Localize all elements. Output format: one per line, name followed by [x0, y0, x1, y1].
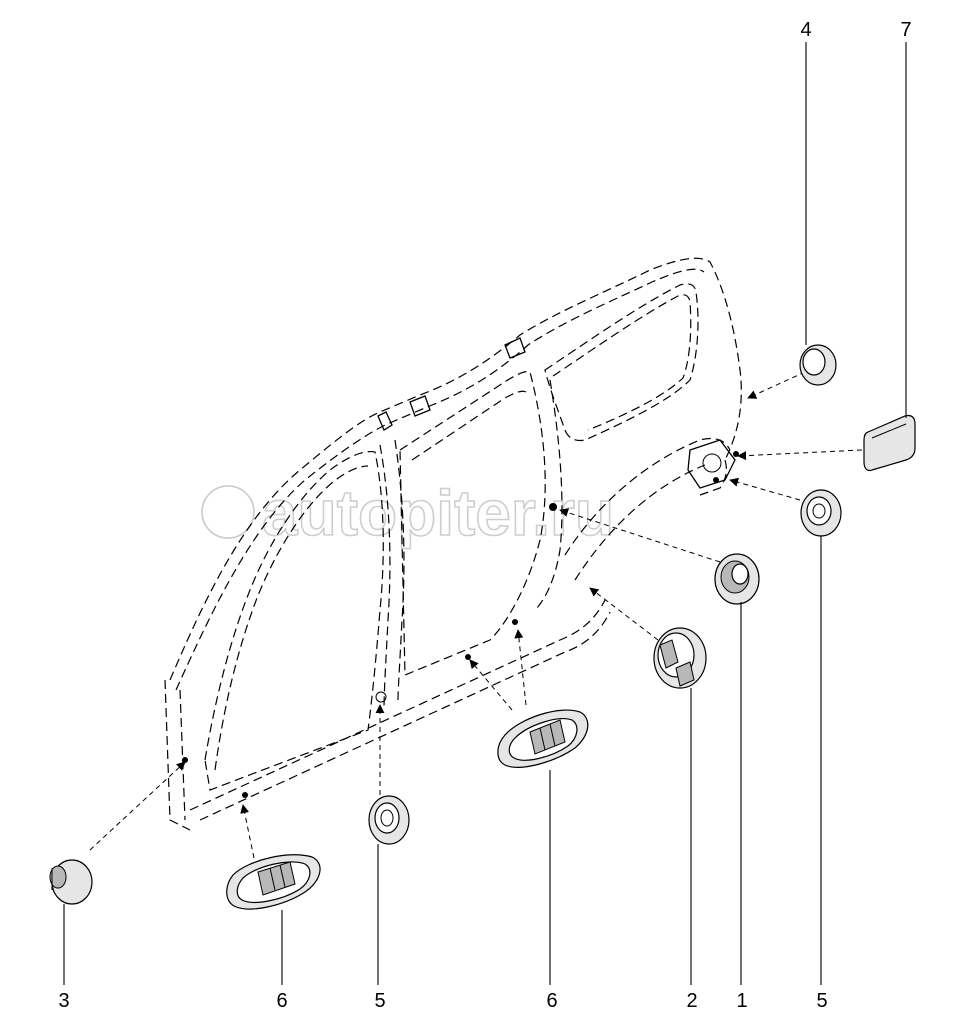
plug-round-5-right: [800, 489, 842, 537]
plug-round-4: [799, 344, 837, 386]
callout-5-right: 5: [816, 990, 827, 1012]
callout-4: 4: [800, 19, 811, 41]
callout-numbers: 4 7 3 6 5 6 2 1 5: [58, 19, 911, 1012]
callout-1: 1: [736, 990, 747, 1012]
arrow-part-6-left: [240, 804, 255, 859]
arrow-part-1: [559, 508, 721, 563]
callout-2: 2: [686, 990, 697, 1012]
arrow-part-4: [747, 371, 806, 399]
arrow-part-5-right: [729, 477, 801, 501]
callout-6-mid: 6: [546, 990, 557, 1012]
callout-6-left: 6: [276, 990, 287, 1012]
body-side-panel: [164, 257, 742, 831]
arrow-part-6-mid-b: [469, 659, 513, 711]
watermark-text: autopiter.ru: [262, 477, 614, 549]
arrow-part-6-mid-a: [514, 629, 527, 706]
plug-rect-7: [863, 414, 916, 472]
watermark: autopiter.ru: [201, 476, 615, 550]
arrow-part-2: [589, 587, 659, 641]
plug-grommet-1: [714, 553, 760, 605]
plug-oval-6-mid: [497, 709, 589, 768]
plug-oval-6-left: [226, 854, 321, 910]
plug-round-5-bottom: [368, 795, 410, 845]
arrow-part-3: [89, 761, 186, 851]
arrow-part-7: [737, 449, 863, 461]
leader-lines: [63, 42, 907, 985]
plug-cap-3: [49, 859, 93, 905]
assembly-arrows: [89, 371, 863, 859]
hole-marker: [549, 503, 557, 511]
callout-5-bottom: 5: [374, 990, 385, 1012]
callout-3: 3: [58, 990, 69, 1012]
plug-clip-2: [653, 627, 707, 689]
callout-7: 7: [900, 19, 911, 41]
